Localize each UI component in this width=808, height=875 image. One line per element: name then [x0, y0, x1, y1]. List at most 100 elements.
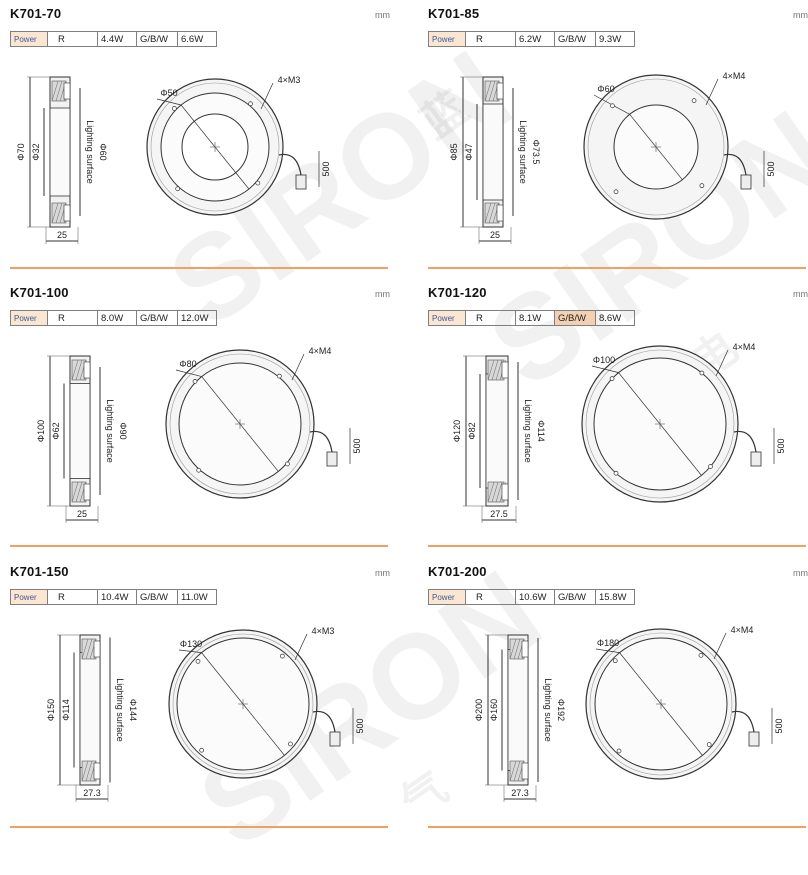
inner-diameter-label: Φ82: [467, 422, 477, 439]
screw-hole: [616, 748, 622, 754]
screw-hole: [612, 658, 618, 664]
cable-length-label: 500: [776, 438, 786, 453]
screw-hole: [171, 106, 177, 111]
cable: [278, 153, 302, 176]
cable: [312, 710, 336, 733]
power-label: Power: [10, 31, 48, 47]
hatch-line: [491, 359, 499, 381]
screw-spec-label: 4×M4: [723, 71, 746, 81]
outer-diameter-label: Φ85: [449, 143, 459, 160]
r-power-value: 10.6W: [515, 589, 555, 605]
unit-label: mm: [793, 289, 808, 299]
power-label: Power: [428, 589, 466, 605]
product-panel: K701-120 mm Power R 8.1W G/B/W 8.6W Φ120…: [428, 283, 808, 553]
hatch-line: [75, 359, 83, 381]
led-board: [63, 204, 71, 222]
screw-hole: [255, 180, 261, 186]
screw-leader: [291, 353, 305, 381]
gbw-power-value: 11.0W: [177, 589, 217, 605]
screw-hole: [708, 464, 713, 469]
height-label: 27.5: [490, 509, 508, 519]
screw-leader: [260, 82, 274, 110]
cable-length-label: 500: [766, 161, 776, 176]
screw-spec-label: 4×M4: [731, 625, 754, 635]
led-board: [501, 483, 509, 501]
outer-diameter-label: Φ70: [16, 143, 26, 160]
hatch-line: [81, 760, 89, 782]
r-power-value: 8.0W: [97, 310, 137, 326]
screw-hole: [288, 741, 293, 747]
hatch-line: [85, 760, 93, 782]
front-view-ring: [150, 82, 280, 212]
cable: [733, 430, 757, 453]
screw-spec-label: 4×M3: [278, 75, 301, 85]
led-board: [496, 204, 504, 222]
cable-length-label: 500: [321, 161, 331, 176]
model-title: K701-120: [428, 285, 487, 300]
hatch-line: [488, 80, 496, 102]
screw-hole: [699, 183, 705, 189]
led-board: [521, 762, 529, 780]
lighting-surface-label: Lighting surface: [105, 399, 115, 463]
side-view-aperture: [69, 383, 91, 479]
r-power-value: 10.4W: [97, 589, 137, 605]
power-label: Power: [428, 31, 466, 47]
screw-leader: [705, 78, 719, 106]
gbw-channel-label: G/B/W: [554, 589, 596, 605]
connector: [740, 174, 752, 190]
side-view-aperture: [49, 107, 71, 197]
surface-diameter-label: Φ114: [536, 420, 546, 442]
hatch-line: [509, 760, 517, 782]
screw-leader: [713, 632, 727, 660]
hatch-line: [71, 359, 79, 381]
connector: [748, 731, 760, 747]
screw-hole: [196, 467, 202, 473]
hatch-line: [51, 202, 59, 224]
front-view-ring: [169, 353, 311, 495]
power-label: Power: [10, 310, 48, 326]
model-title: K701-85: [428, 6, 480, 21]
section-divider: [10, 826, 388, 828]
screw-spec-label: 4×M4: [733, 342, 756, 352]
height-label: 25: [77, 509, 87, 519]
screw-spec-label: 4×M4: [309, 346, 332, 356]
hatch-line: [81, 638, 89, 660]
hatch-line: [513, 638, 521, 660]
product-panel: K701-150 mm Power R 10.4W G/B/W 11.0W Φ1…: [10, 562, 390, 832]
inner-diameter-label: Φ47: [464, 143, 474, 160]
surface-diameter-label: Φ90: [118, 422, 128, 439]
gbw-channel-label: G/B/W: [136, 589, 178, 605]
power-table: Power R 4.4W G/B/W 6.6W: [10, 31, 217, 47]
height-label: 27.3: [511, 788, 529, 798]
power-table: Power R 8.1W G/B/W 8.6W: [428, 310, 635, 326]
led-board: [496, 82, 504, 100]
inner-diameter-label: Φ62: [51, 422, 61, 439]
screw-hole: [613, 470, 619, 476]
section-divider: [428, 826, 806, 828]
model-title: K701-200: [428, 564, 487, 579]
model-title: K701-150: [10, 564, 69, 579]
lighting-surface-label: Lighting surface: [523, 399, 533, 463]
front-inner-diameter-label: Φ180: [597, 638, 619, 648]
r-channel-label: R: [47, 310, 98, 326]
outer-diameter-label: Φ100: [36, 420, 46, 442]
screw-hole: [699, 370, 705, 376]
unit-label: mm: [793, 568, 808, 578]
gbw-power-value: 9.3W: [595, 31, 635, 47]
led-board: [93, 640, 101, 658]
inner-diameter-label: Φ114: [61, 699, 71, 721]
product-panel: K701-200 mm Power R 10.6W G/B/W 15.8W Φ2…: [428, 562, 808, 832]
front-inner-diameter-label: Φ80: [179, 359, 196, 369]
leader-line: [178, 649, 202, 653]
r-channel-label: R: [47, 589, 98, 605]
section-divider: [10, 267, 388, 269]
outer-diameter-label: Φ200: [474, 699, 484, 721]
gbw-power-value: 8.6W: [595, 310, 635, 326]
outer-diameter-label: Φ150: [46, 699, 56, 721]
unit-label: mm: [375, 568, 390, 578]
